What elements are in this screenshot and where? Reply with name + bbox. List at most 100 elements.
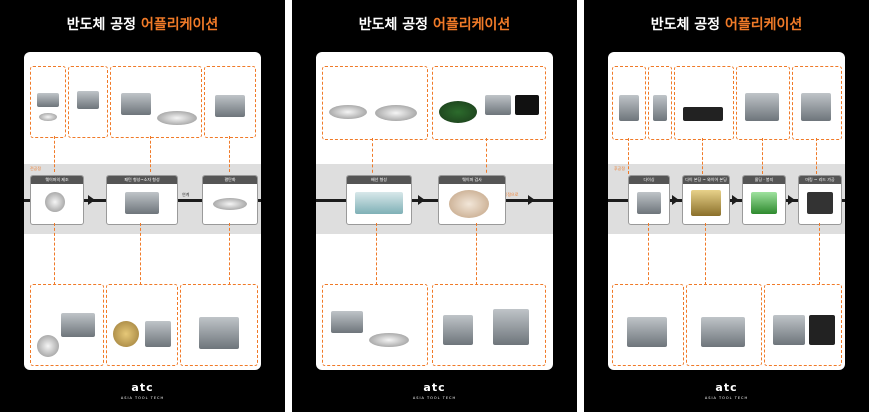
wafer-image	[213, 198, 247, 210]
flow-arrow	[88, 195, 95, 205]
connector-line	[140, 223, 141, 285]
process-card: 후공정 다이싱 다이 본딩 ~ 와이어 본딩 몰딩	[608, 52, 845, 370]
app-box	[30, 66, 66, 138]
chip-image	[809, 315, 835, 345]
wafer-image	[37, 335, 59, 357]
company-logo-sub: ASIA TOOL TECH	[412, 396, 457, 400]
wafer-image	[45, 192, 65, 212]
section-label: 후공정	[614, 166, 626, 171]
equipment-image	[801, 93, 831, 121]
connector-line	[54, 223, 55, 285]
company-logo-sub: ASIA TOOL TECH	[704, 396, 749, 400]
process-label: 패턴 형성~소자 형성	[107, 176, 177, 184]
process-image	[807, 192, 833, 214]
title-accent: 어플리케이션	[432, 17, 511, 33]
app-box	[612, 66, 646, 140]
flow-line	[316, 199, 553, 202]
equipment-image	[701, 317, 745, 347]
process-label: 마킹 ~ 리드 가공	[799, 176, 841, 184]
sample-image	[515, 95, 539, 115]
flow-arrow	[732, 195, 739, 205]
title-accent: 어플리케이션	[140, 17, 219, 33]
app-box	[648, 66, 672, 140]
process-label: 웨이퍼 검사	[439, 176, 505, 184]
wafer-image	[369, 333, 409, 347]
wafer-grid-image	[683, 107, 723, 121]
company-logo: atc	[423, 381, 446, 394]
process-label: 웨이퍼의 제조	[31, 176, 83, 184]
link-label: 후공정으로	[500, 192, 519, 197]
app-box	[110, 66, 202, 138]
process-label: 평탄화	[203, 176, 257, 184]
app-box	[180, 284, 258, 366]
app-box	[432, 66, 546, 140]
connector-line	[819, 223, 820, 285]
app-box	[432, 284, 546, 366]
wafer-image	[375, 105, 417, 121]
process-image	[125, 192, 159, 214]
equipment-image	[773, 315, 805, 345]
process-image	[637, 192, 661, 214]
connector-line	[705, 223, 706, 285]
connector-line	[150, 136, 151, 172]
app-box	[736, 66, 790, 140]
equipment-image	[145, 321, 171, 347]
process-label: 몰딩 · 봉지	[743, 176, 785, 184]
process-image	[355, 192, 403, 214]
connector-line	[486, 138, 487, 178]
company-logo: atc	[715, 381, 738, 394]
connector-line	[476, 223, 477, 285]
equipment-image	[745, 93, 779, 121]
wafer-image	[439, 101, 477, 123]
process-step: 마킹 ~ 리드 가공	[798, 175, 842, 225]
wafer-image	[157, 111, 197, 125]
app-box	[68, 66, 108, 138]
app-box	[792, 66, 842, 140]
app-box	[322, 284, 428, 366]
app-box	[322, 66, 428, 140]
title-main: 반도체 공정	[358, 17, 429, 33]
flow-arrow	[418, 195, 425, 205]
equipment-image	[627, 317, 667, 347]
equipment-image	[199, 317, 239, 349]
page-title: 반도체 공정 어플리케이션	[292, 14, 577, 34]
wafer-image	[449, 190, 489, 218]
app-box	[674, 66, 734, 140]
connector-line	[229, 223, 230, 285]
page-title: 반도체 공정 어플리케이션	[0, 14, 285, 34]
process-label: 배선 형성	[347, 176, 411, 184]
connector-line	[54, 136, 55, 172]
process-step: 웨이퍼의 제조	[30, 175, 84, 225]
title-main: 반도체 공정	[66, 17, 137, 33]
flow-arrow	[672, 195, 679, 205]
equipment-image	[653, 95, 667, 121]
panel-front-end-2: 반도체 공정 어플리케이션 후공정으로 배선 형성 웨이퍼 검사	[292, 0, 577, 412]
process-image	[691, 190, 721, 216]
panel-front-end-1: 반도체 공정 어플리케이션 전공정 웨이퍼의 제조	[0, 0, 285, 412]
connector-line	[628, 138, 629, 174]
process-label: 다이싱	[629, 176, 669, 184]
wafer-image	[329, 105, 367, 119]
panel-back-end: 반도체 공정 어플리케이션 후공정 다이싱 다이 본딩 ~	[584, 0, 869, 412]
process-card: 전공정 웨이퍼의 제조 패턴 형성~소자 형성 연계	[24, 52, 261, 370]
wafer-image	[113, 321, 139, 347]
wafer-image	[39, 113, 57, 121]
equipment-image	[619, 95, 639, 121]
link-label: 연계	[182, 192, 190, 197]
equipment-image	[331, 311, 363, 333]
page-title: 반도체 공정 어플리케이션	[584, 14, 869, 34]
flow-arrow	[528, 195, 535, 205]
process-step: 웨이퍼 검사	[438, 175, 506, 225]
process-step: 몰딩 · 봉지	[742, 175, 786, 225]
sample-image	[485, 95, 511, 115]
equipment-image	[493, 309, 529, 345]
company-logo: atc	[131, 381, 154, 394]
equipment-image	[77, 91, 99, 109]
connector-line	[816, 138, 817, 174]
equipment-image	[37, 93, 59, 107]
title-main: 반도체 공정	[650, 17, 721, 33]
process-step: 다이싱	[628, 175, 670, 225]
app-box	[612, 284, 684, 366]
process-image	[751, 192, 777, 214]
equipment-image	[121, 93, 151, 115]
